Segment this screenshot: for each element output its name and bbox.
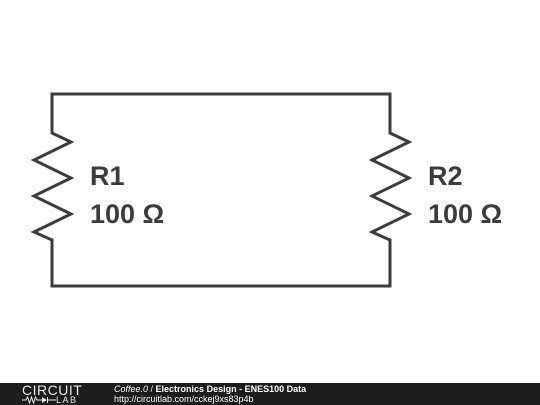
- resistor-diode-icon: [22, 396, 56, 404]
- r2-value-label: 100 Ω: [428, 199, 502, 229]
- r1-value-label: 100 Ω: [90, 199, 164, 229]
- breadcrumb-separator: /: [148, 384, 156, 394]
- footer-bar: CIRCUIT LAB Coffee.0 / Electronics Desig…: [0, 383, 540, 405]
- logo-text-lab: LAB: [56, 395, 78, 405]
- author-link[interactable]: Coffee.0: [114, 384, 149, 394]
- logo-text-circuit: CIRCUIT: [22, 382, 83, 398]
- schematic-canvas: R1 100 Ω R2 100 Ω: [30, 92, 502, 288]
- footer-title-line: Coffee.0 / Electronics Design - ENES100 …: [114, 384, 306, 394]
- r2-name-label: R2: [428, 161, 463, 191]
- circuit-url-link[interactable]: http://circuitlab.com/cckej9xs83p4b: [114, 394, 254, 404]
- resistor-r1-symbol: [30, 126, 75, 242]
- wire-top: [50, 92, 392, 128]
- circuitlab-logo[interactable]: CIRCUIT LAB: [0, 383, 110, 405]
- resistor-r2-symbol: [368, 126, 413, 242]
- r1-name-label: R1: [90, 161, 125, 191]
- circuit-title[interactable]: Electronics Design - ENES100 Data: [155, 384, 307, 394]
- wire-bottom: [50, 238, 392, 288]
